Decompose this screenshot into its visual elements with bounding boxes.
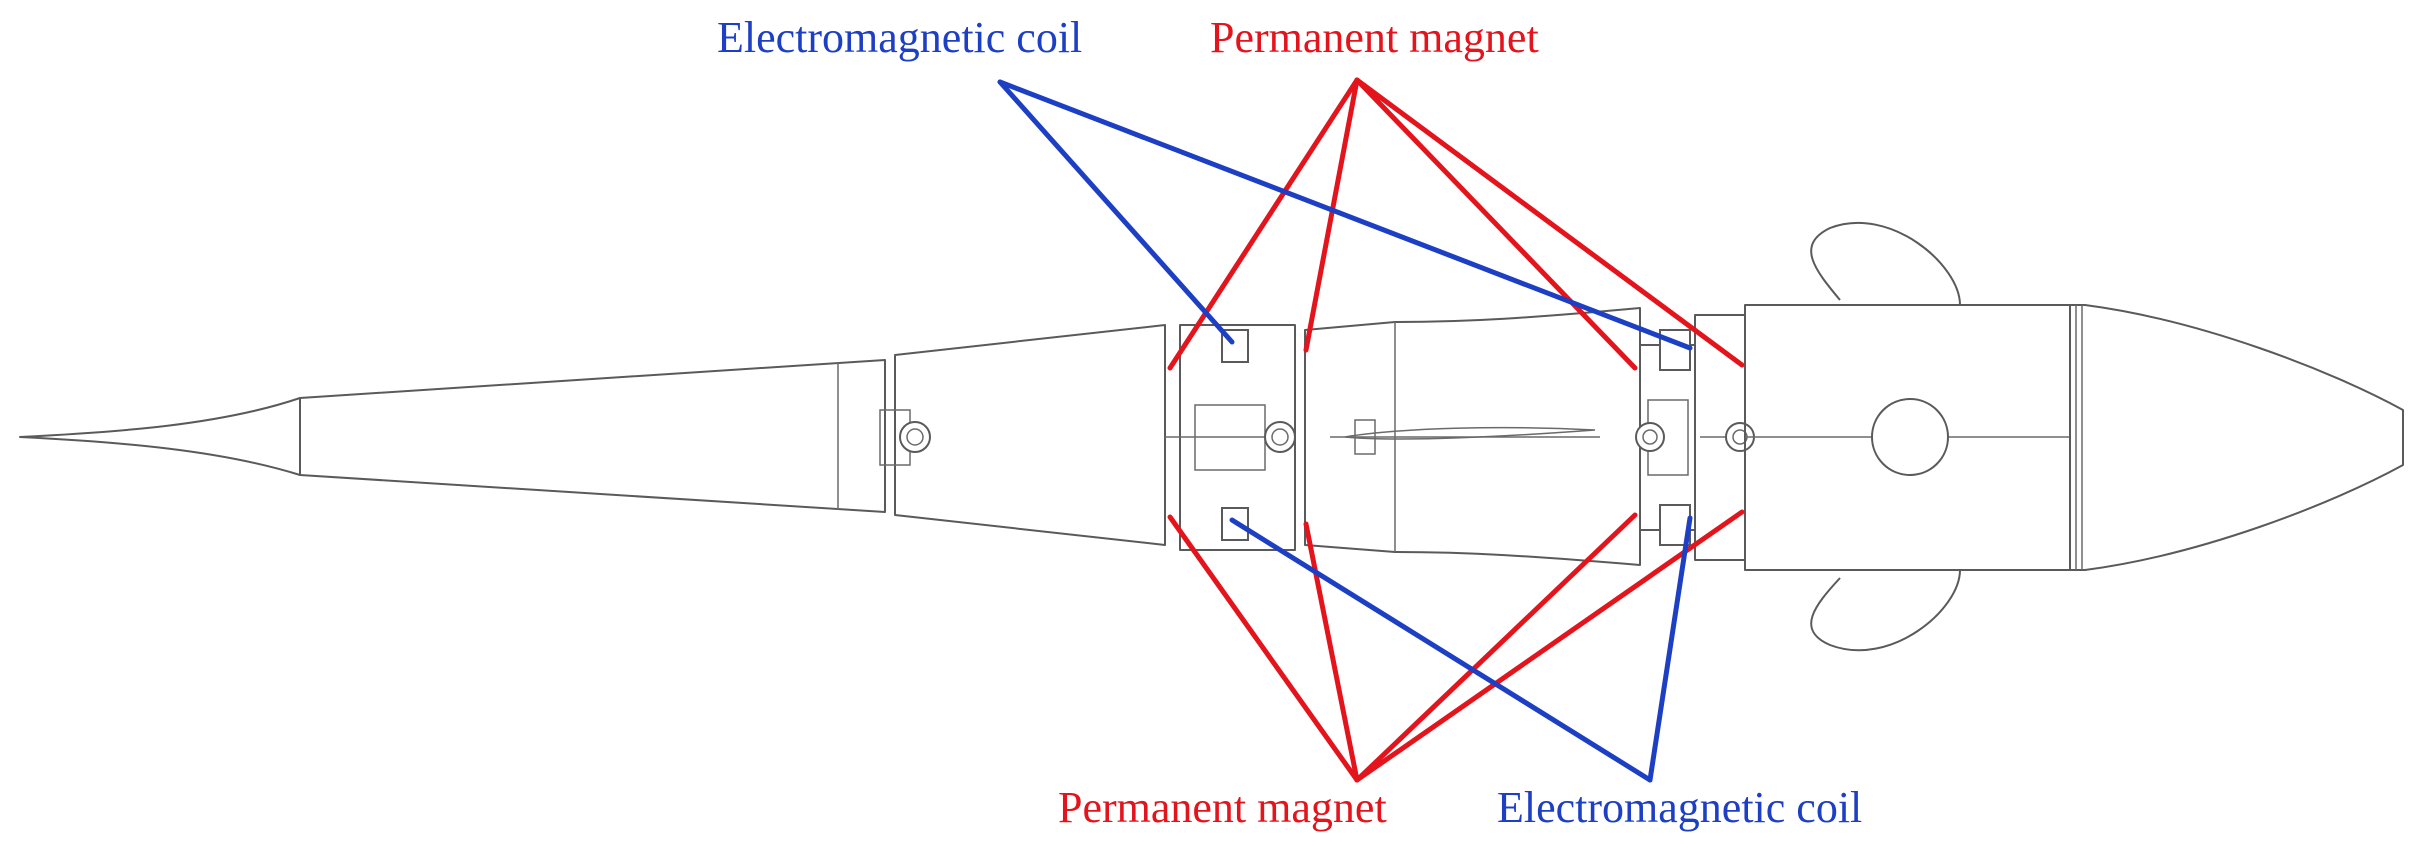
head-eye — [1871, 398, 1949, 476]
tail-spike — [19, 397, 301, 476]
pectoral-fin-top — [1810, 221, 1961, 306]
leader-lines — [997, 77, 1745, 783]
label-permanent-magnet-top: Permanent magnet — [1210, 13, 1539, 62]
fish-body-drawing — [19, 221, 2404, 652]
nose-cone — [2069, 304, 2404, 571]
label-electromagnetic-coil-bottom: Electromagnetic coil — [1497, 783, 1862, 832]
label-permanent-magnet-bottom: Permanent magnet — [1058, 783, 1387, 832]
coil-leaders-bottom — [1229, 515, 1693, 783]
magnet-leaders-bottom — [1167, 509, 1745, 783]
coil-leaders-top — [997, 79, 1693, 351]
middle-segment — [1304, 307, 1641, 566]
magnet-leaders-top — [1167, 77, 1745, 371]
joint-pin-3 — [1635, 422, 1665, 452]
tail-segment-2 — [894, 324, 1166, 546]
label-electromagnetic-coil-top: Electromagnetic coil — [717, 13, 1082, 62]
tail-segment-1 — [299, 359, 886, 513]
joint-pin-2 — [1264, 421, 1296, 453]
pectoral-fin-bottom — [1810, 569, 1961, 652]
joint-pin-1 — [899, 421, 931, 453]
